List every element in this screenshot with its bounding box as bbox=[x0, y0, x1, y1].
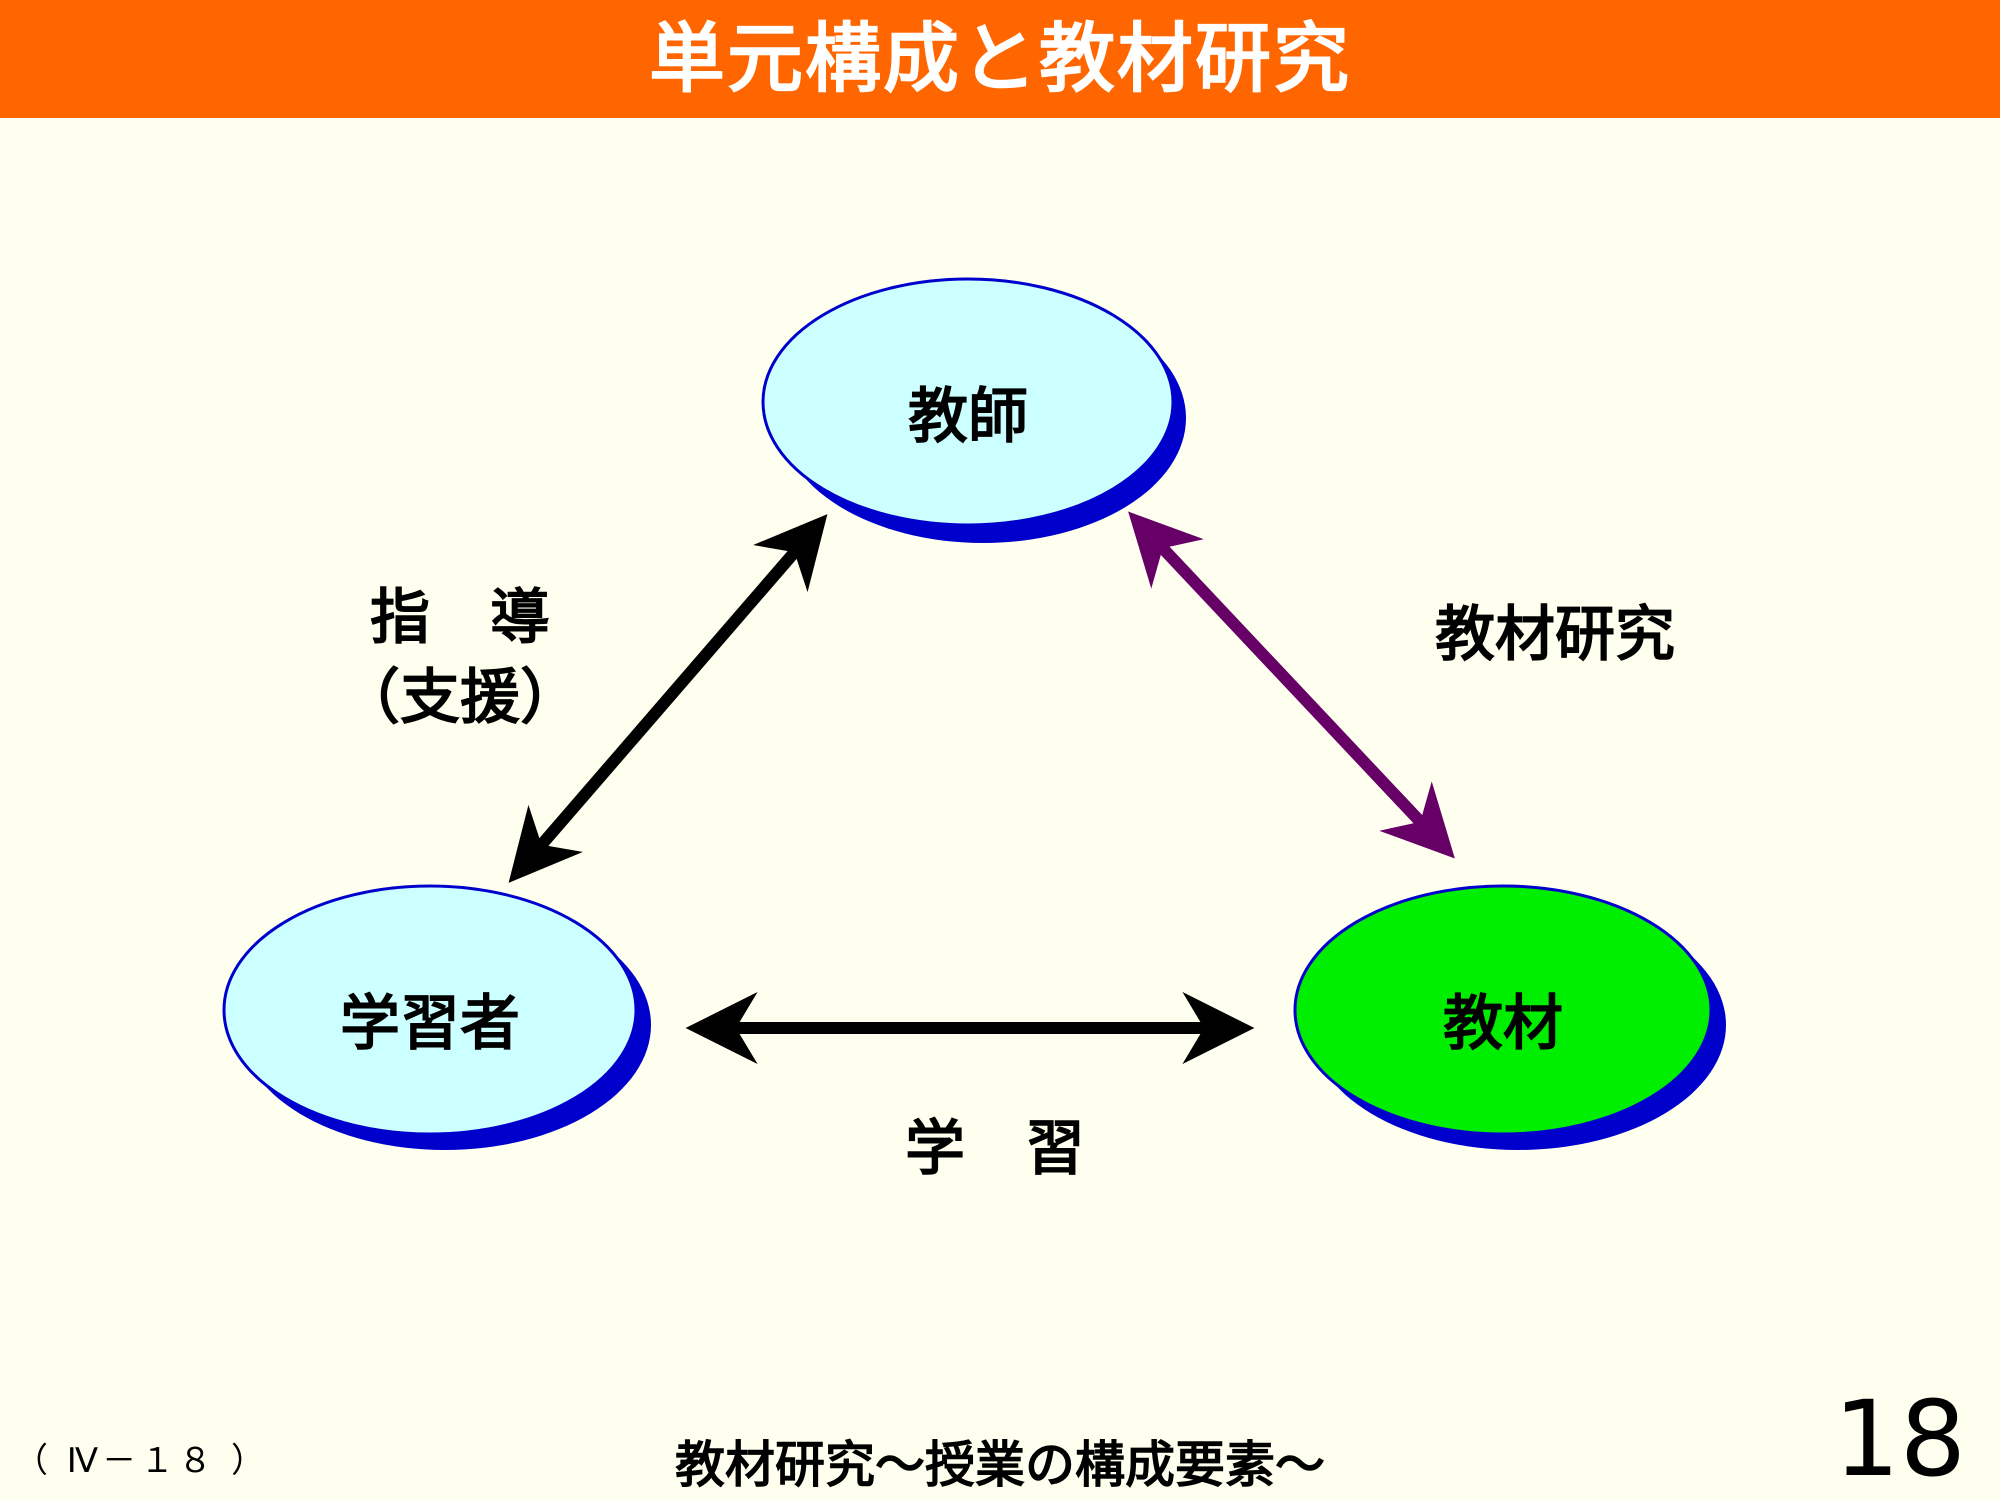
edge-guidance-label: 指 導 （支援） bbox=[340, 583, 580, 733]
node-material-ellipse bbox=[1293, 884, 1713, 1136]
node-learner-label: 学習者 bbox=[340, 989, 520, 1059]
edge-learning-label: 学 習 bbox=[905, 1114, 1085, 1184]
node-teacher-label: 教師 bbox=[908, 382, 1028, 452]
edge-material-research-label: 教材研究 bbox=[1435, 600, 1675, 670]
slide-code: （ Ⅳ－１８ ） bbox=[14, 1441, 269, 1481]
node-material bbox=[1293, 884, 1726, 1150]
arrow-material-research bbox=[1128, 511, 1455, 859]
arrow-guidance bbox=[508, 514, 828, 883]
node-teacher bbox=[761, 277, 1186, 543]
node-learner-ellipse bbox=[222, 884, 638, 1136]
node-learner bbox=[222, 884, 651, 1150]
node-material-label: 教材 bbox=[1443, 989, 1563, 1059]
slide-subtitle: 教材研究～授業の構成要素～ bbox=[675, 1436, 1325, 1494]
slide-title: 単元構成と教材研究 bbox=[649, 14, 1351, 103]
title-bar bbox=[0, 0, 2000, 118]
node-teacher-ellipse bbox=[761, 277, 1175, 527]
page-number: 18 bbox=[1833, 1378, 1966, 1500]
